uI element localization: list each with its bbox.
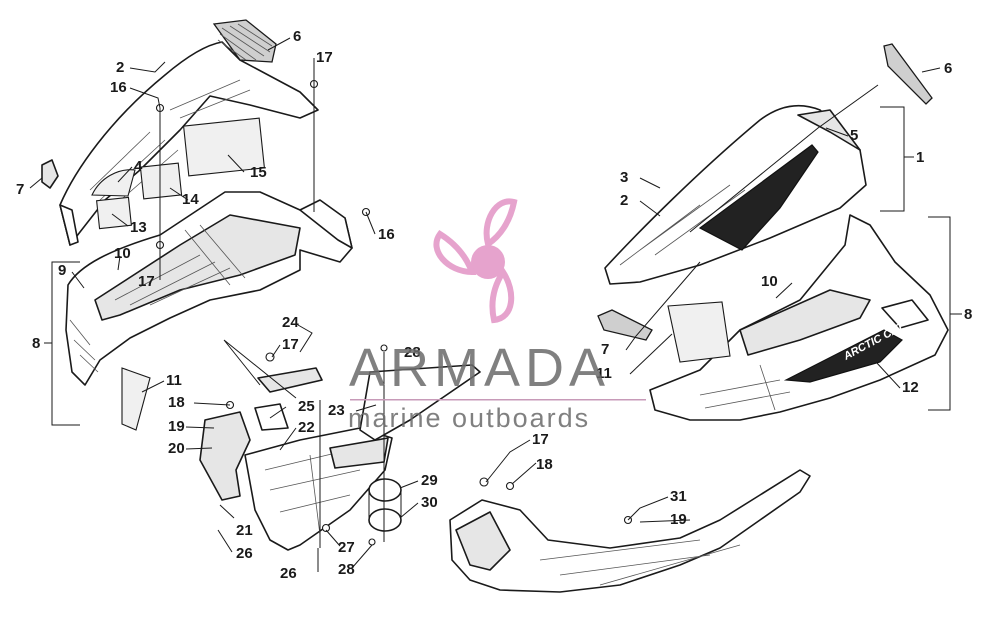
watermark-divider	[350, 399, 646, 401]
callout-24: 24	[282, 314, 299, 331]
callout-27: 27	[338, 539, 355, 556]
callout-26: 26	[280, 565, 297, 582]
callout-3: 3	[620, 169, 628, 186]
vent-grille-left	[212, 19, 277, 63]
propeller-icon	[433, 198, 518, 324]
callout-18: 18	[168, 394, 185, 411]
lower-hood-left	[65, 191, 353, 386]
side-lens-left	[41, 159, 59, 189]
callout-23: 23	[328, 402, 345, 419]
callout-31: 31	[670, 488, 687, 505]
watermark: ARMADA marine outboards	[348, 198, 646, 433]
callout-11: 11	[166, 372, 182, 389]
callout-16: 16	[378, 226, 395, 243]
callout-11: 11	[596, 365, 612, 382]
callout-2: 2	[620, 192, 628, 209]
callouts: 1 2 2 3 4 5 6 6 7 7 8 8 9 10 10 11 11 12…	[16, 28, 972, 582]
callout-17: 17	[532, 431, 549, 448]
decal-right-11	[667, 301, 731, 363]
bracket-lines	[44, 106, 962, 426]
watermark-tagline: marine outboards	[348, 403, 590, 433]
callout-5: 5	[850, 127, 858, 144]
belly-pan-right	[449, 469, 811, 593]
callout-15: 15	[250, 164, 267, 181]
callout-22: 22	[298, 419, 315, 436]
callout-7: 7	[16, 181, 24, 198]
callout-28: 28	[338, 561, 355, 578]
hood-decals-left	[91, 117, 266, 230]
callout-17: 17	[282, 336, 299, 353]
bracket-29-30	[368, 478, 402, 532]
callout-6: 6	[293, 28, 301, 45]
side-lens-right	[597, 309, 653, 341]
leader-lines-right	[485, 67, 941, 523]
callout-2: 2	[116, 59, 124, 76]
callout-25: 25	[298, 398, 315, 415]
callout-30: 30	[421, 494, 438, 511]
callout-4: 4	[134, 158, 143, 175]
vent-grille-right	[883, 43, 933, 105]
callout-19: 19	[168, 418, 185, 435]
callout-18: 18	[536, 456, 553, 473]
callout-8: 8	[32, 335, 40, 352]
callout-29: 29	[421, 472, 438, 489]
callout-9: 9	[58, 262, 66, 279]
callout-10: 10	[761, 273, 778, 290]
callout-12: 12	[902, 379, 919, 396]
watermark-brand: ARMADA	[349, 338, 610, 398]
callout-10: 10	[114, 245, 131, 262]
callout-1: 1	[916, 149, 924, 166]
callout-21: 21	[236, 522, 253, 539]
callout-8: 8	[964, 306, 972, 323]
decal-left-11	[121, 367, 151, 431]
leader-lines	[29, 37, 419, 572]
callout-16: 16	[110, 79, 127, 96]
callout-26: 26	[236, 545, 253, 562]
callout-20: 20	[168, 440, 185, 457]
callout-14: 14	[182, 191, 199, 208]
callout-19: 19	[670, 511, 687, 528]
callout-28: 28	[404, 344, 421, 361]
lower-hood-right	[649, 214, 949, 421]
callout-7: 7	[601, 341, 609, 358]
callout-13: 13	[130, 219, 147, 236]
belly-pan-left	[199, 364, 481, 551]
callout-17: 17	[138, 273, 155, 290]
callout-6: 6	[944, 60, 952, 77]
callout-17: 17	[316, 49, 333, 66]
